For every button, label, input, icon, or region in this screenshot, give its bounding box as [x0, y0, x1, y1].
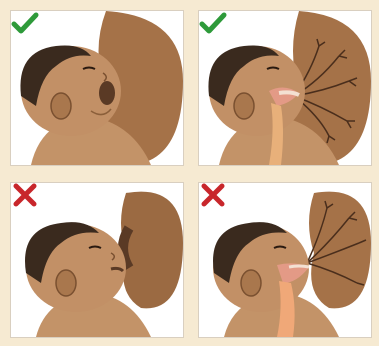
baby-ear: [241, 270, 261, 296]
check-icon: [11, 11, 39, 35]
panel-correct-latch-cross-section: [198, 10, 372, 166]
breast-shape: [121, 192, 183, 309]
baby-ear: [51, 93, 71, 119]
baby-ear: [56, 270, 76, 296]
check-icon: [199, 11, 227, 35]
baby-mouth: [99, 81, 115, 105]
panel-incorrect-latch-cross-section: [198, 182, 372, 338]
panel-incorrect-latch-exterior: [10, 182, 184, 338]
panel-correct-latch-exterior: [10, 10, 184, 166]
cross-icon: [199, 183, 227, 207]
baby-ear: [234, 93, 254, 119]
cross-icon: [11, 183, 39, 207]
